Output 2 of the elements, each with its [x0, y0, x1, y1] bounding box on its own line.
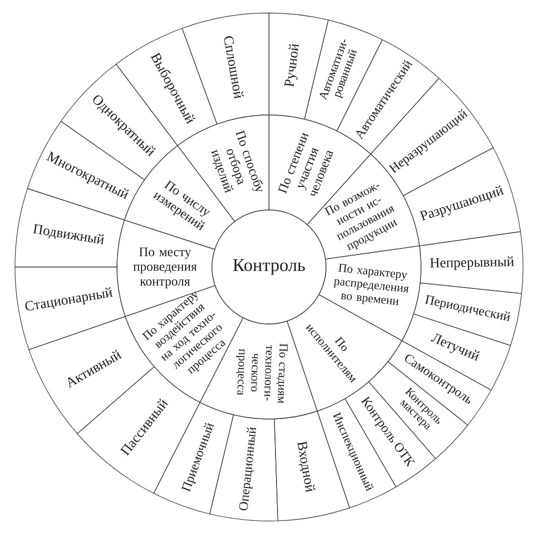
ring-segment: Непрерывный [419, 231, 524, 294]
ring-segment: Стационарный [14, 266, 126, 350]
